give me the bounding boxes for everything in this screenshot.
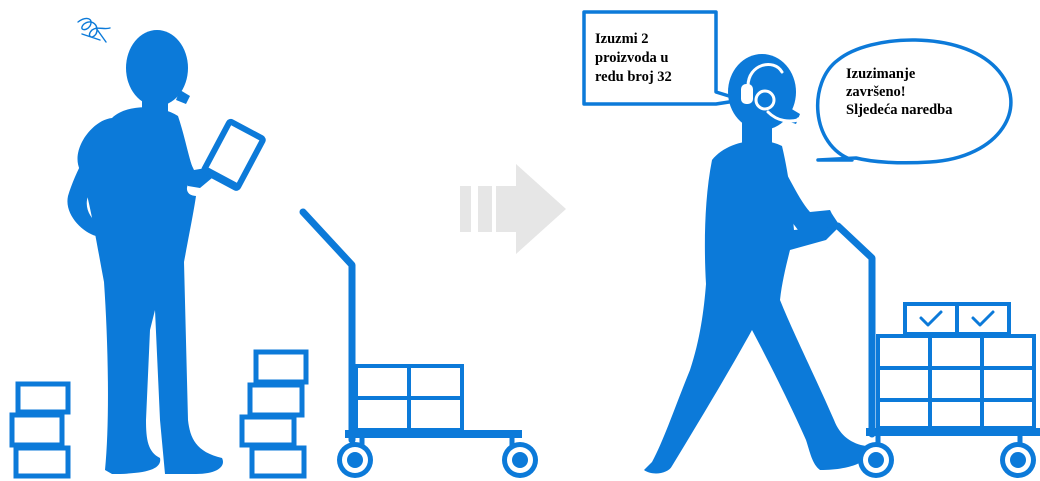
instruction-line-1: Izuzmi 2	[595, 31, 649, 47]
right-arrow-icon	[460, 164, 566, 254]
tablet-icon	[200, 117, 268, 192]
confirmation-bubble: Izuzimanje završeno! Sljedeća naredba	[818, 40, 1011, 163]
cart-wheel	[337, 442, 373, 478]
confirmation-line-1: Izuzimanje	[846, 66, 916, 82]
checked-box	[905, 304, 957, 334]
hand-cart-right	[838, 226, 1040, 478]
instruction-line-2: proizvoda u	[595, 50, 668, 66]
confirmation-line-3: Sljedeća naredba	[846, 102, 953, 118]
cart-wheel	[858, 442, 894, 478]
confirmation-line-2: završeno!	[846, 84, 906, 100]
hand-cart-left	[303, 212, 538, 478]
right-scene: Izuzmi 2 proizvoda u redu broj 32 Izuzim…	[584, 12, 1040, 478]
instruction-bubble: Izuzmi 2 proizvoda u redu broj 32	[584, 12, 742, 104]
left-scene	[12, 19, 538, 478]
scribble-icon	[78, 19, 110, 42]
box-stack-middle	[242, 352, 306, 476]
cart-wheel	[1000, 442, 1036, 478]
box-stack-left	[12, 384, 68, 476]
worker-with-tablet-silhouette	[67, 30, 223, 474]
checked-box	[957, 304, 1009, 334]
cart-wheel	[502, 442, 538, 478]
instruction-line-3: redu broj 32	[595, 69, 672, 85]
